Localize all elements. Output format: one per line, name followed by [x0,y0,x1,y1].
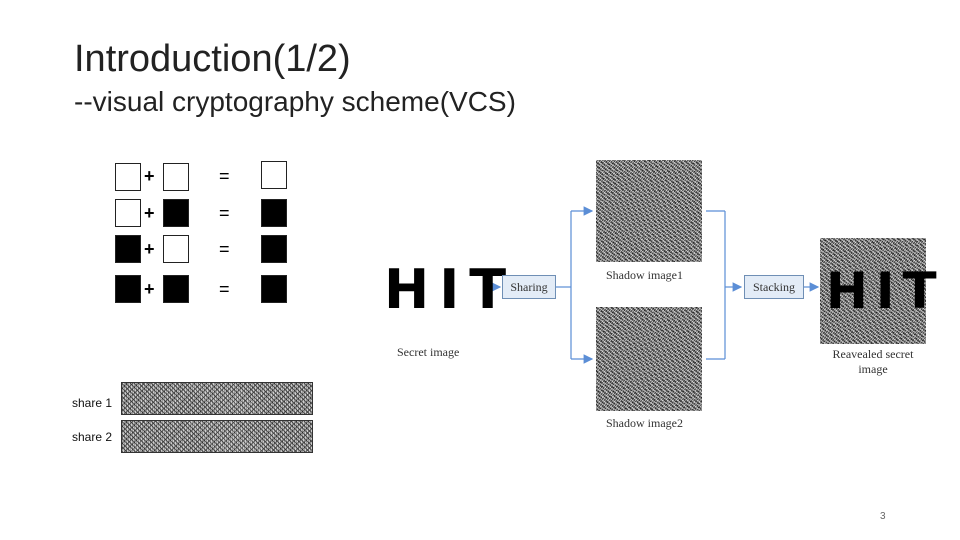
shadow-image2 [596,307,702,411]
result-pixel-black [261,275,287,303]
secret-image-caption: Secret image [397,345,460,359]
slide-title: Introduction(1/2) [74,38,351,80]
equals-sign: = [219,239,230,259]
pixel-white [163,235,189,263]
sharing-box: Sharing [502,275,556,299]
revealed-image-caption: Reavealed secret image [826,347,920,377]
share1-label: share 1 [72,396,113,410]
page-number: 3 [880,511,886,522]
slide-subtitle: --visual cryptography scheme(VCS) [74,86,516,117]
plus-sign: + [144,239,155,259]
equals-sign: = [219,166,230,186]
result-pixel-white [261,161,287,189]
share2-label: share 2 [72,430,113,444]
share1-pattern [121,382,313,415]
revealed-caption-line2: image [858,362,888,376]
shadow-image1 [596,160,702,262]
shadow-image1-caption: Shadow image1 [606,268,683,282]
pixel-white [115,163,141,191]
stacking-box: Stacking [744,275,804,299]
pixel-black [115,275,141,303]
share2-pattern [121,420,313,453]
shadow-image2-caption: Shadow image2 [606,416,683,430]
plus-sign: + [144,203,155,223]
pixel-white [163,163,189,191]
pixel-white [115,199,141,227]
equals-sign: = [219,279,230,299]
result-pixel-black [261,199,287,227]
plus-sign: + [144,166,155,186]
plus-sign: + [144,279,155,299]
secret-image: HIT [384,258,517,321]
equals-sign: = [219,203,230,223]
pixel-black [163,199,189,227]
pixel-black [115,235,141,263]
pixel-black [163,275,189,303]
revealed-image [820,238,926,344]
revealed-caption-line1: Reavealed secret [832,347,914,361]
revealed-image-text: HIT [826,262,945,320]
result-pixel-black [261,235,287,263]
